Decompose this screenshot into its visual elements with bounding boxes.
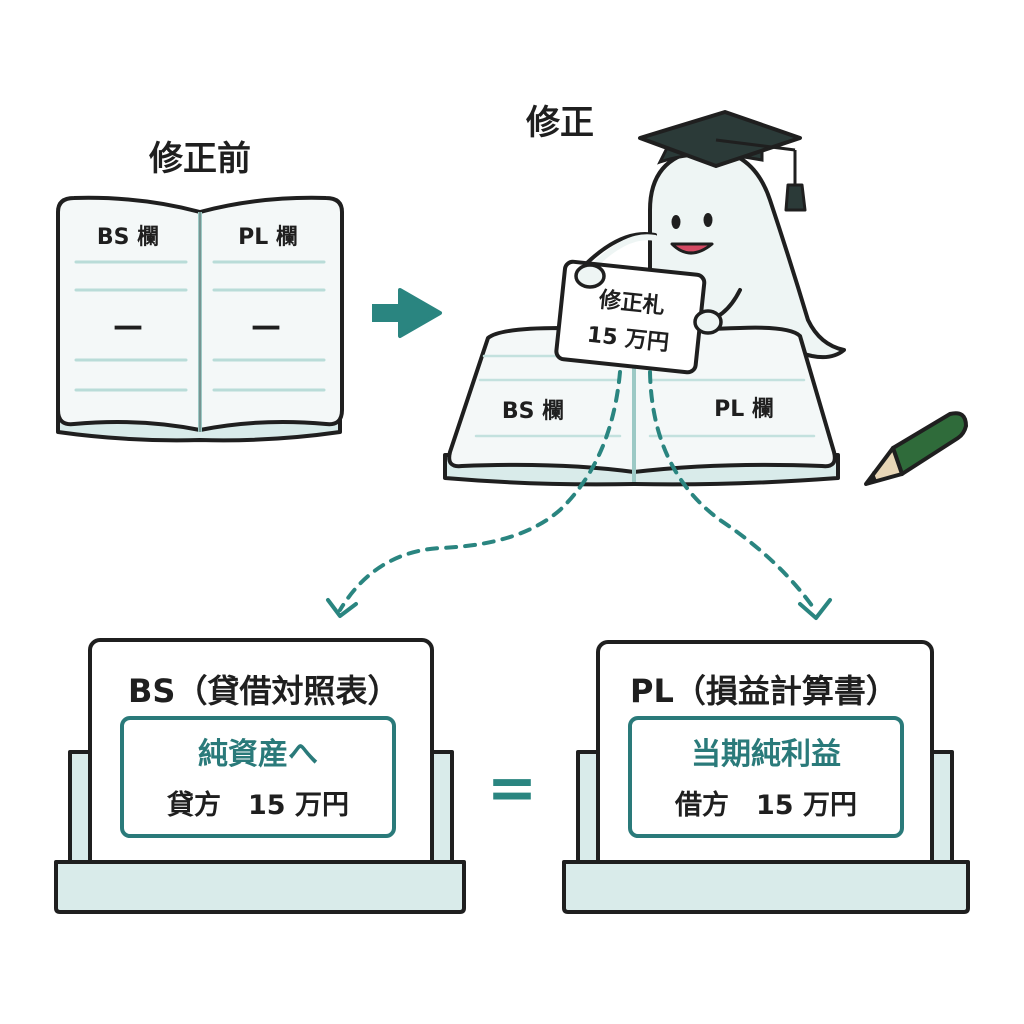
bs-card-title: BS（貸借対照表） (128, 672, 399, 710)
bs-entry-box (120, 716, 396, 838)
pl-entry-account: 当期純利益 (691, 737, 841, 772)
correction-pl-column-label: PL 欄 (714, 396, 774, 422)
bs-entry-account: 純資産へ (198, 737, 318, 772)
right-arrow-icon (372, 288, 442, 338)
before-heading: 修正前 (148, 139, 251, 179)
before-ledger-book (56, 195, 344, 443)
pl-entry-amount: 借方 15 万円 (674, 789, 857, 821)
before-pl-column-label: PL 欄 (238, 224, 298, 250)
pencil-icon (864, 411, 968, 486)
ghost-hand (574, 263, 606, 289)
ghost-hand-right (693, 309, 723, 335)
bs-entry-amount: 貸方 15 万円 (167, 789, 349, 821)
bs-card-holder: BS（貸借対照表） 純資産へ 貸方 15 万円 (54, 638, 466, 914)
flow-to-bs-arrow (326, 370, 622, 618)
pl-card-title: PL（損益計算書） (630, 672, 898, 710)
correction-ledger-book (443, 325, 840, 487)
before-bs-empty-dash: — (113, 309, 143, 344)
before-pl-empty-dash: — (251, 309, 281, 344)
flow-to-pl-arrow (648, 370, 832, 620)
before-bs-column-label: BS 欄 (97, 224, 159, 250)
correction-bs-column-label: BS 欄 (502, 398, 564, 424)
correction-heading: 修正 (525, 103, 594, 143)
equals-sign: = (487, 753, 537, 823)
pl-card-holder: PL（損益計算書） 当期純利益 借方 15 万円 (562, 640, 970, 914)
correction-note-card: 修正札 15 万円 (554, 259, 707, 375)
graduation-cap-icon (638, 110, 807, 212)
pl-entry-box (628, 716, 904, 838)
